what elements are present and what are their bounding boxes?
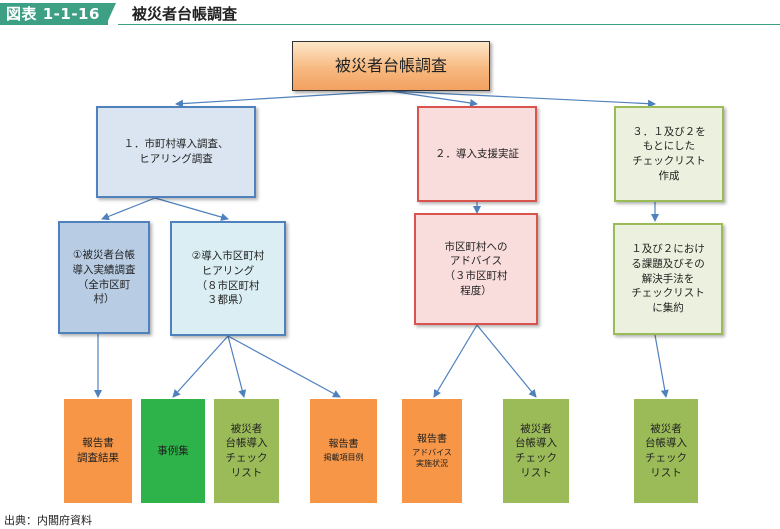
figure-header: 図表 1-1-16 被災者台帳調査	[0, 0, 780, 30]
arrow-top-to-1	[175, 90, 391, 108]
output-checklist-3: 被災者 台帳導入 チェック リスト	[634, 399, 698, 503]
arrow-2a-to-out5	[433, 324, 478, 398]
arrow-1b-to-out2	[172, 335, 229, 398]
output-checklist-2: 被災者 台帳導入 チェック リスト	[503, 399, 569, 503]
node-advice: 市区町村への アドバイス （３市区町村 程度）	[414, 213, 538, 325]
source-note: 出典：内閣府資料	[4, 514, 92, 527]
output-report-items-sub: 掲載項目例	[323, 453, 364, 463]
output-report-items: 報告書 掲載項目例	[310, 399, 377, 503]
arrow-1-to-1a	[101, 197, 156, 221]
node-top: 被災者台帳調査	[292, 41, 490, 91]
figure-label-slant	[106, 3, 116, 25]
node-adoption-survey: ①被災者台帳 導入実績調査 （全市区町 村）	[58, 221, 150, 334]
arrow-1-to-1b	[154, 197, 229, 221]
node-support: ２．導入支援実証	[417, 106, 537, 202]
output-case-collection: 事例集	[141, 399, 205, 503]
arrow-3a-to-out7	[654, 334, 669, 398]
figure-label: 図表 1-1-16	[0, 3, 108, 25]
node-checklist-summary: １及び２におけ る課題及びその 解決手法を チェックリスト に集約	[613, 223, 723, 335]
output-report-advice-title: 報告書	[417, 433, 447, 445]
arrow-top-to-2	[389, 90, 478, 107]
arrow-1b-to-out3	[227, 335, 247, 398]
output-report-items-title: 報告書	[328, 439, 359, 451]
arrow-top-to-3	[389, 90, 656, 108]
output-report-advice: 報告書 アドバイス 実施状況	[402, 399, 462, 503]
output-checklist-1: 被災者 台帳導入 チェック リスト	[214, 399, 279, 503]
output-report-advice-sub: アドバイス 実施状況	[412, 447, 452, 468]
arrow-2a-to-out6	[476, 324, 537, 398]
node-checklist-creation: ３．１及び２を もとにした チェックリスト 作成	[614, 106, 724, 202]
figure-title: 被災者台帳調査	[132, 5, 238, 23]
node-survey: １．市町村導入調査、 ヒアリング調査	[96, 106, 256, 198]
output-report-survey-results: 報告書 調査結果	[64, 399, 132, 503]
arrow-1b-to-out4	[227, 335, 341, 398]
node-hearing: ②導入市区町村 ヒアリング （８市区町村 ３都県）	[170, 221, 286, 336]
header-rule	[118, 24, 780, 25]
